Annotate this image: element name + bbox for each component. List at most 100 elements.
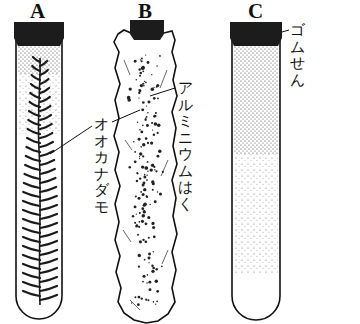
speckle xyxy=(152,267,155,270)
plant-leaf xyxy=(24,183,40,188)
speckle xyxy=(142,239,144,241)
speckle xyxy=(143,175,146,178)
plant-leaf xyxy=(23,264,40,269)
plant-leaf xyxy=(40,196,57,201)
speckle xyxy=(147,61,150,64)
speckle xyxy=(157,191,159,193)
speckle xyxy=(143,188,146,191)
speckle xyxy=(145,81,147,83)
tube-letter: C xyxy=(248,1,263,22)
speckle xyxy=(157,98,159,100)
speckle xyxy=(142,70,144,72)
speckle xyxy=(146,179,148,181)
speckle xyxy=(134,151,136,153)
speckle xyxy=(138,226,140,228)
speckle xyxy=(137,303,140,306)
plant-leaf xyxy=(23,255,40,260)
plant-leaf xyxy=(40,133,52,138)
speckle xyxy=(140,84,143,87)
speckle xyxy=(145,137,148,140)
plant-leaf xyxy=(23,228,40,233)
speckle xyxy=(153,87,154,88)
plant-leaf xyxy=(25,174,41,179)
speckle xyxy=(153,97,156,100)
speckle xyxy=(148,100,151,103)
speckle xyxy=(145,117,146,118)
speckle xyxy=(142,125,144,127)
speckle xyxy=(159,55,161,57)
speckle xyxy=(139,212,141,214)
speckle xyxy=(139,221,141,223)
speckle xyxy=(153,301,155,303)
plant-leaf xyxy=(40,169,55,174)
speckle xyxy=(141,220,144,223)
speckle xyxy=(156,300,158,302)
speckle xyxy=(147,142,149,144)
speckle xyxy=(155,112,157,114)
speckle xyxy=(142,214,145,217)
plant-leaf xyxy=(23,219,40,224)
plant-leaf xyxy=(28,120,40,125)
speckle xyxy=(152,182,155,185)
plant-leaf xyxy=(40,178,56,183)
speckle xyxy=(141,207,144,210)
speckle xyxy=(141,66,145,70)
plant-leaf xyxy=(40,277,57,282)
speckle xyxy=(144,240,147,243)
speckle xyxy=(154,169,155,170)
plant-leaf xyxy=(30,93,40,98)
speckle xyxy=(136,180,138,182)
speckle xyxy=(151,87,155,91)
speckle xyxy=(158,150,161,153)
speckle xyxy=(149,168,152,171)
speckle xyxy=(138,266,140,268)
plant-leaf xyxy=(31,84,40,89)
plant-leaf xyxy=(23,210,40,215)
part-label: オオカナダモ xyxy=(94,116,109,215)
speckle xyxy=(137,122,139,124)
plant-leaf xyxy=(40,142,53,147)
speckle xyxy=(153,115,156,118)
speckle xyxy=(153,133,155,135)
speckle xyxy=(155,170,157,172)
plant-leaf xyxy=(27,138,40,143)
speckle xyxy=(141,108,144,111)
speckle xyxy=(145,54,146,55)
plant-leaf xyxy=(40,187,56,192)
speckle xyxy=(161,265,163,267)
part-label: アルミニウムはく xyxy=(178,80,193,212)
speckle xyxy=(146,282,148,284)
plant-leaf xyxy=(29,111,40,116)
speckle xyxy=(152,226,155,229)
speckle xyxy=(136,79,138,81)
speckle xyxy=(134,60,137,63)
speckle xyxy=(152,129,153,130)
speckle xyxy=(136,172,138,174)
speckle xyxy=(147,171,148,172)
speckle xyxy=(138,97,139,98)
speckle xyxy=(145,222,148,225)
speckle xyxy=(140,130,143,133)
speckle xyxy=(144,81,145,82)
plant-leaf xyxy=(23,237,40,242)
leader-line xyxy=(50,126,92,154)
speckle xyxy=(135,195,137,197)
leader-line xyxy=(112,110,140,122)
speckle xyxy=(141,165,144,168)
speckle xyxy=(132,215,134,217)
tube-outline xyxy=(232,30,280,320)
speckle xyxy=(152,164,154,166)
speckle xyxy=(147,161,149,163)
speckle xyxy=(135,222,137,224)
speckle xyxy=(146,196,148,198)
plant-leaf xyxy=(40,232,57,237)
tube-letter: B xyxy=(138,1,152,22)
plant-leaf xyxy=(23,273,40,278)
speckle xyxy=(140,146,142,148)
speckle xyxy=(142,281,144,283)
speckle xyxy=(140,59,141,60)
speckle xyxy=(157,123,161,127)
elodea-plant xyxy=(23,57,57,305)
speckle xyxy=(147,216,150,219)
